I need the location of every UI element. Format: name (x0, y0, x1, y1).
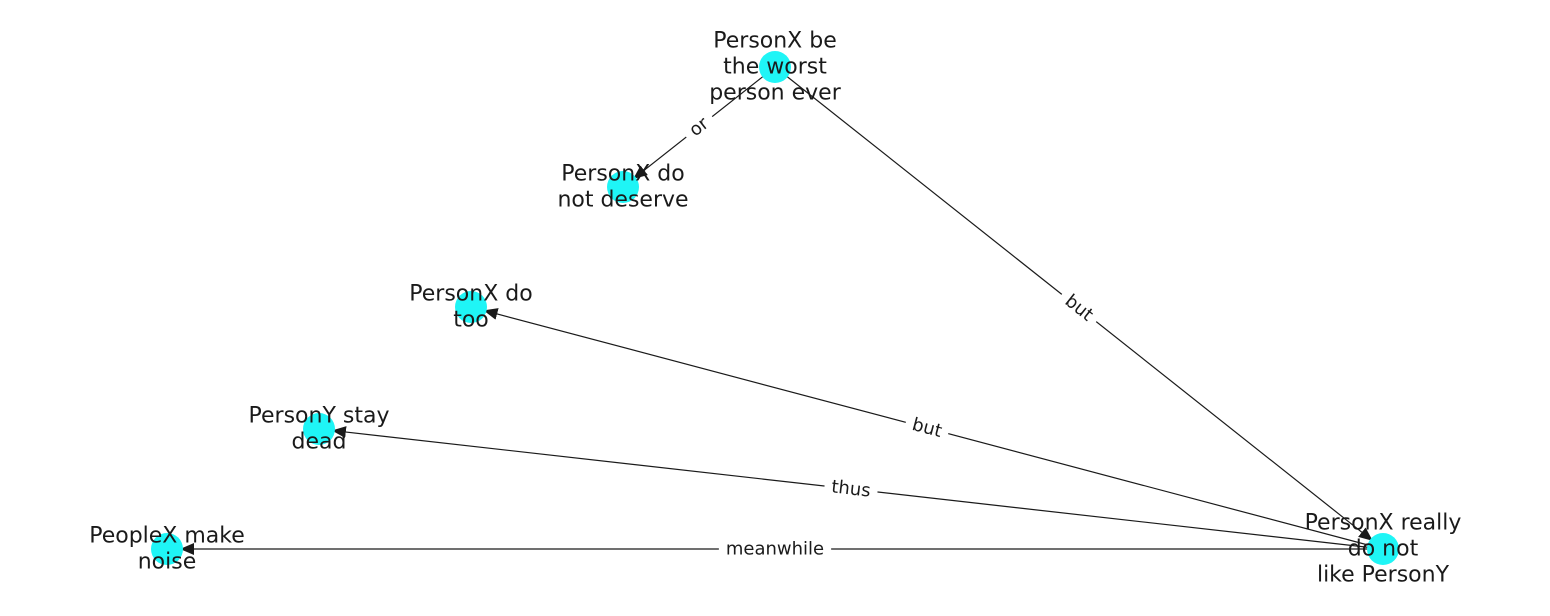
node-label-line: PeopleX make (89, 524, 245, 549)
node-label-line: PersonX really (1305, 511, 1462, 536)
edges-layer (180, 66, 1384, 555)
node-label-line: not deserve (557, 188, 688, 213)
node-label-line: like PersonY (1317, 563, 1450, 588)
edge-label-group: but (902, 411, 952, 445)
node-label-line: dead (292, 430, 347, 455)
node-label-line: the worst (723, 55, 827, 80)
node-label-line: do not (1348, 537, 1419, 562)
edge-label-background (718, 537, 832, 561)
node-noise (151, 533, 183, 565)
node-label-line: PersonX do (561, 162, 684, 187)
node-label-line: person ever (709, 81, 841, 106)
edge-label: meanwhile (726, 539, 824, 560)
edge-label-group: or (679, 107, 720, 147)
edge-label-background (1054, 285, 1104, 331)
node-label-line: PersonX do (409, 282, 532, 307)
node-deserve (607, 171, 639, 203)
edge-label: thus (830, 476, 871, 501)
node-label-line: noise (138, 550, 197, 575)
node-dislike (1367, 533, 1399, 565)
node-label-line: PersonY stay (249, 404, 390, 429)
edge-labels-layer: or but but thus meanwhile (679, 107, 1104, 561)
nodes-layer (151, 51, 1399, 565)
node-dead (303, 413, 335, 445)
node-label-line: too (453, 308, 489, 333)
node-label-line: PersonX be (713, 29, 837, 54)
edge-label-background (823, 474, 879, 504)
edge-label-group: thus (823, 474, 879, 504)
node-worst (759, 51, 791, 83)
edge-label-background (902, 411, 952, 445)
edge-label-background (679, 107, 720, 147)
edge-label-group: meanwhile (718, 537, 832, 561)
edge-label-group: but (1054, 285, 1104, 331)
node-too (455, 291, 487, 323)
edge-label: but (910, 414, 944, 442)
